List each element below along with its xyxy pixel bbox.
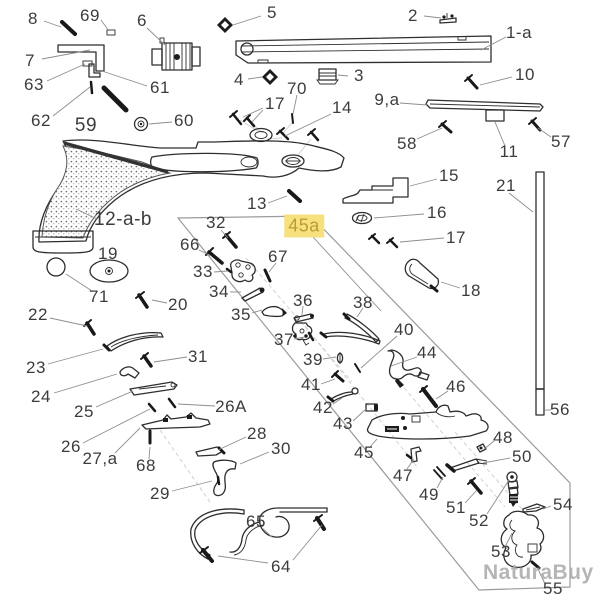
inset-parts xyxy=(205,231,546,570)
construction-lines xyxy=(159,119,529,517)
leader-lines xyxy=(41,15,552,585)
watermark: NaturaBuy xyxy=(483,561,594,584)
left-column-parts xyxy=(46,257,328,563)
top-assembly xyxy=(57,13,544,143)
right-column-parts xyxy=(342,171,545,416)
frame-drawing xyxy=(32,139,345,254)
